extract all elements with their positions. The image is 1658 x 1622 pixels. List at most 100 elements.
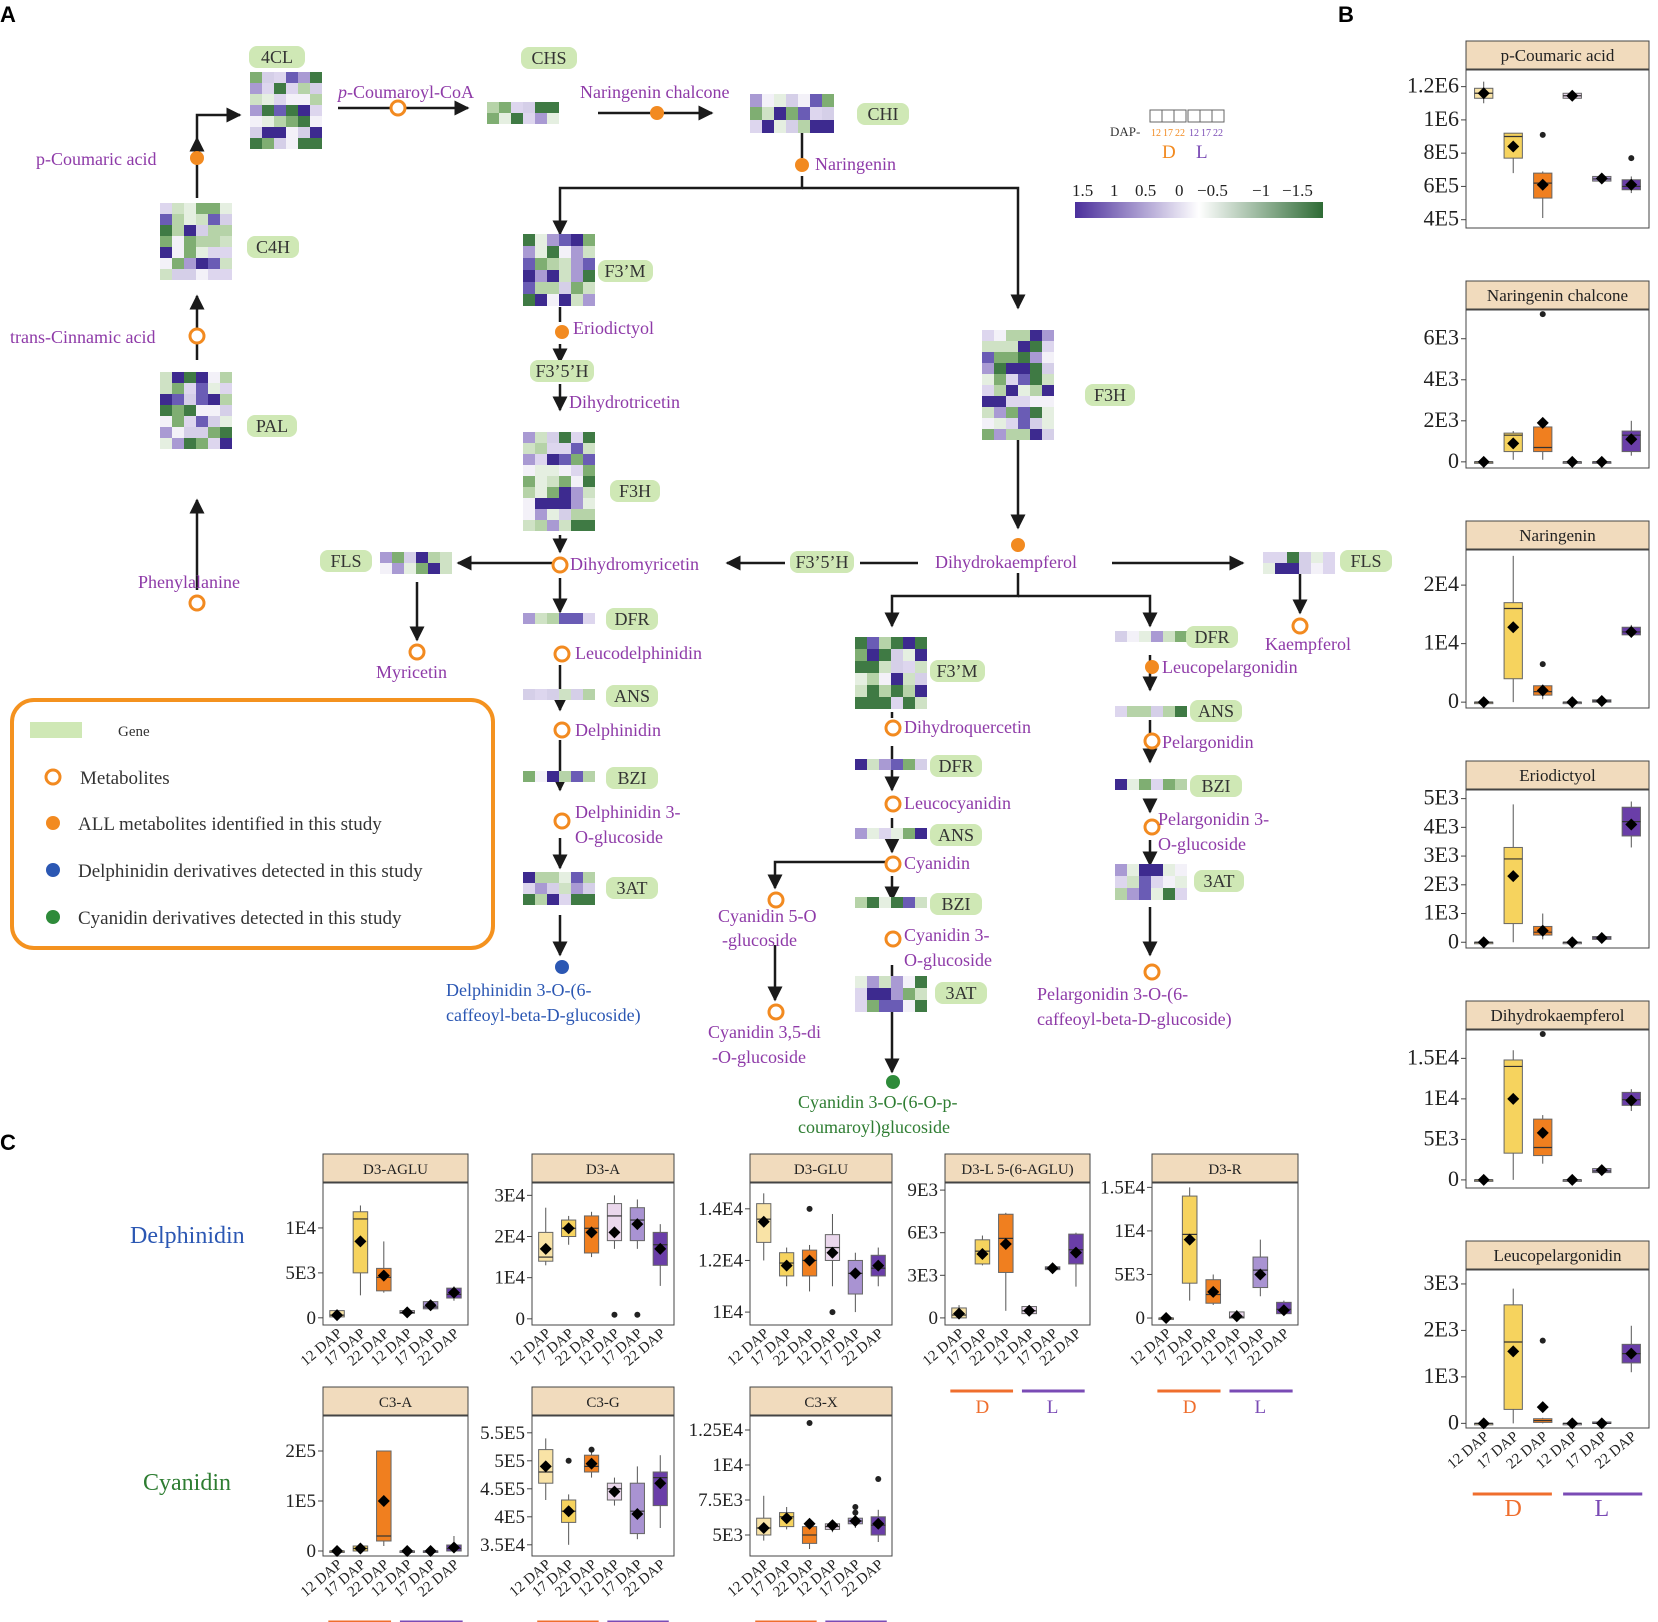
- heatmap-cell: [535, 883, 547, 894]
- label-cyanidin-5-glucoside-2: -glucoside: [722, 930, 797, 950]
- heatmap-cell: [208, 214, 220, 225]
- heatmap-cell: [196, 247, 208, 258]
- heatmap-cell: [891, 1000, 903, 1012]
- heatmap-cell: [762, 94, 774, 107]
- heatmap-cell: [535, 487, 547, 498]
- heatmap-cell: [184, 269, 196, 280]
- heatmap-cell: [523, 282, 535, 294]
- gene-ans-a: ANS: [614, 686, 650, 706]
- facet-strip: [531, 1153, 675, 1183]
- heatmap-cell: [523, 771, 535, 782]
- heatmap-cell: [855, 697, 867, 709]
- mean-marker: [1477, 87, 1490, 100]
- heatmap-cell: [196, 383, 208, 394]
- facet-title: Naringenin chalcone: [1487, 286, 1628, 305]
- heatmap-cell: [298, 72, 310, 83]
- heatmap-cell: [499, 113, 511, 124]
- heatmap-cell: [855, 828, 867, 839]
- heatmap-cell: [903, 988, 915, 1000]
- gene-dfr-b: DFR: [938, 756, 973, 776]
- heatmap-cell: [1006, 429, 1018, 440]
- gene-bzi-a: BZI: [618, 768, 647, 788]
- gene-labels: 4CL CHS CHI C4H PAL F3’M F3’5’H F3H F3H …: [247, 46, 1392, 1004]
- heatmap-cell: [298, 94, 310, 105]
- box: [1503, 846, 1523, 925]
- heatmap-cell: [982, 418, 994, 429]
- mean-marker: [1566, 455, 1579, 468]
- label-leucodelphinidin: Leucodelphinidin: [575, 643, 702, 663]
- heatmap-cell: [310, 72, 322, 83]
- mean-marker: [1507, 1345, 1520, 1358]
- plot-area: [1465, 69, 1650, 229]
- heatmap-cell: [762, 107, 774, 120]
- heatmap-cell: [535, 432, 547, 443]
- label-cyanidin-final-1: Cyanidin 3-O-(6-O-p-: [798, 1092, 957, 1113]
- heatmap-cell: [535, 270, 547, 282]
- heatmap-cell: [891, 697, 903, 709]
- heatmap-cell: [1115, 876, 1127, 888]
- heatmap-cell: [535, 294, 547, 306]
- heatmap-cell: [535, 509, 547, 520]
- heatmap-cell: [1042, 429, 1054, 440]
- heatmap-cell: [855, 1000, 867, 1012]
- group-label-d: D: [1505, 1496, 1522, 1522]
- box: [1503, 602, 1523, 680]
- y-tick-label: 0: [1448, 928, 1459, 953]
- mean-marker: [1023, 1304, 1036, 1317]
- mean-marker: [1536, 178, 1549, 191]
- heatmap-cell: [891, 988, 903, 1000]
- label-p-coumaroyl-coa: p-Coumaroyl-CoA: [336, 82, 474, 102]
- row-label-cyanidin: Cyanidin: [143, 1470, 231, 1496]
- heatmap: [523, 432, 595, 531]
- heatmap-cell: [208, 383, 220, 394]
- heatmap-cell: [559, 282, 571, 294]
- heatmap-cell: [786, 107, 798, 120]
- label-dihydrokaempferol: Dihydrokaempferol: [935, 552, 1077, 572]
- heatmap-cell: [1127, 876, 1139, 888]
- gene-3at-a: 3AT: [617, 878, 648, 898]
- mean-marker: [1566, 1173, 1579, 1186]
- mean-marker: [953, 1307, 966, 1320]
- facet-title: p-Coumaric acid: [1501, 46, 1615, 65]
- heatmap-cell: [184, 225, 196, 236]
- mean-marker: [539, 1460, 552, 1473]
- group-label-l: L: [1594, 1496, 1609, 1522]
- colorbar-gradient: [1075, 202, 1323, 218]
- heatmap-cell: [855, 649, 867, 661]
- gene-f3m-b: F3’M: [936, 661, 977, 681]
- heatmap: [1115, 864, 1187, 900]
- heatmap-cell: [523, 476, 535, 487]
- gene-4cl: 4CL: [261, 47, 293, 67]
- heatmap-cell: [523, 520, 535, 531]
- label-eriodictyol: Eriodictyol: [573, 318, 654, 338]
- heatmap-cell: [879, 1000, 891, 1012]
- y-tick-label: 0: [929, 1308, 939, 1329]
- heatmap-cell: [559, 270, 571, 282]
- outlier-point: [806, 1420, 813, 1426]
- plot-area: [1465, 549, 1650, 709]
- heatmap-cell: [891, 649, 903, 661]
- y-tick-label: 2E3: [1424, 407, 1459, 432]
- heatmap-cell: [994, 352, 1006, 363]
- heatmap-cell: [903, 697, 915, 709]
- heatmap-cell: [1042, 374, 1054, 385]
- heatmap-cell: [1311, 563, 1323, 574]
- heatmap-cell: [298, 138, 310, 149]
- mean-marker: [1566, 936, 1579, 949]
- heatmap-cell: [559, 487, 571, 498]
- heatmap-cell: [250, 138, 262, 149]
- heatmap-cell: [160, 383, 172, 394]
- heatmap-cell: [750, 107, 762, 120]
- mean-marker: [631, 1218, 644, 1231]
- heatmap-cell: [547, 432, 559, 443]
- heatmap-cell: [196, 427, 208, 438]
- heatmap-cell: [220, 372, 232, 383]
- heatmap-cell: [571, 771, 583, 782]
- heatmap-cell: [879, 828, 891, 839]
- label-dihydroquercetin: Dihydroquercetin: [904, 717, 1031, 737]
- heatmap-cell: [891, 897, 903, 908]
- heatmap-cell: [1030, 352, 1042, 363]
